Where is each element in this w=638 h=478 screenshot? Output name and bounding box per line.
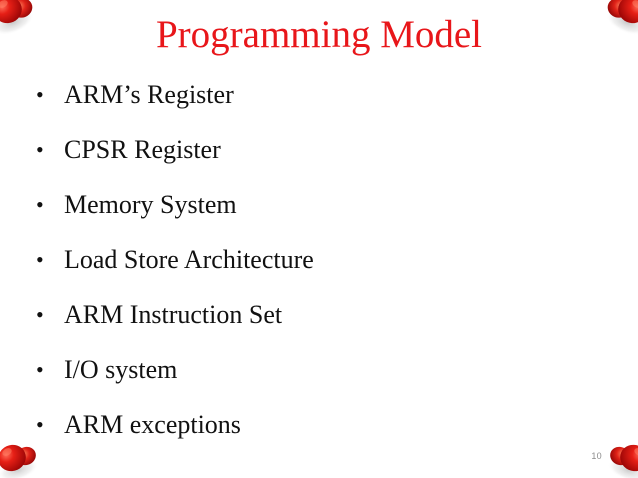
bullet-icon: • [36,137,44,162]
list-item-label: I/O system [64,355,178,384]
list-item-label: CPSR Register [64,135,221,164]
list-item: • I/O system [0,353,560,408]
bullet-icon: • [36,247,44,272]
list-item-label: ARM exceptions [64,410,241,439]
list-item: • ARM Instruction Set [0,298,560,353]
bullet-icon: • [36,302,44,327]
list-item: • ARM exceptions [0,408,560,463]
bullet-icon: • [36,192,44,217]
bullet-icon: • [36,412,44,437]
list-item-label: Memory System [64,190,237,219]
pushpin-icon [596,432,638,478]
bullet-icon: • [36,82,44,107]
bullet-list: • ARM’s Register • CPSR Register • Memor… [0,78,560,463]
list-item: • ARM’s Register [0,78,560,133]
list-item: • CPSR Register [0,133,560,188]
list-item: • Load Store Architecture [0,243,560,298]
list-item-label: ARM Instruction Set [64,300,283,329]
bullet-icon: • [36,357,44,382]
list-item: • Memory System [0,188,560,243]
page-title: Programming Model [155,13,483,56]
list-item-label: ARM’s Register [64,80,234,109]
list-item-label: Load Store Architecture [64,245,314,274]
slide-number: 10 [591,451,602,461]
